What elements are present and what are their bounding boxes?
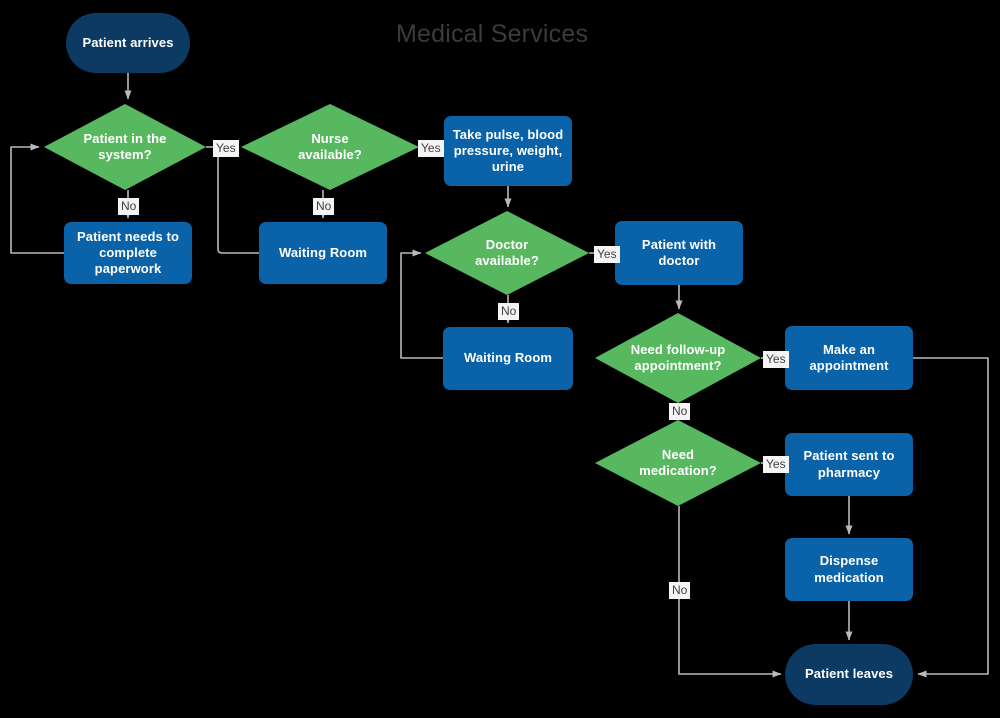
diamond-shape <box>425 211 589 295</box>
label-medication-no: No <box>669 582 691 599</box>
diamond-shape <box>44 104 206 190</box>
node-patient-arrives[interactable]: Patient arrives <box>66 13 190 73</box>
label-nurse-no: No <box>313 198 335 215</box>
node-label: Patient arrives <box>82 34 174 50</box>
label-in-system-yes: Yes <box>213 140 239 157</box>
node-patient-leaves[interactable]: Patient leaves <box>785 644 913 705</box>
label-doctor-no: No <box>498 303 520 320</box>
node-label: Waiting Room <box>278 244 368 260</box>
label-followup-no: No <box>669 403 691 420</box>
label-medication-yes: Yes <box>763 456 789 473</box>
diamond-shape <box>241 104 419 190</box>
node-label: Patient with doctor <box>641 236 717 268</box>
node-patient-with-doctor[interactable]: Patient with doctor <box>615 221 743 285</box>
node-label: Waiting Room <box>463 350 553 366</box>
label-doctor-yes: Yes <box>594 246 620 263</box>
node-waiting-room-1[interactable]: Waiting Room <box>259 222 387 284</box>
node-label: Make an appointment <box>809 341 889 373</box>
edge-appointment-to-leaves <box>913 357 989 678</box>
node-label: Dispense medication <box>814 553 884 585</box>
node-waiting-room-2[interactable]: Waiting Room <box>443 327 573 390</box>
label-nurse-yes: Yes <box>418 140 444 157</box>
diamond-shape <box>595 420 761 506</box>
label-followup-yes: Yes <box>763 351 789 368</box>
node-label: Patient leaves <box>804 666 894 682</box>
label-in-system-no: No <box>118 198 140 215</box>
edge-medication-no-leaves <box>678 506 782 678</box>
diamond-shape <box>595 313 761 403</box>
page-title: Medical Services <box>396 20 589 48</box>
edge-waiting2-loop-back <box>400 249 443 359</box>
edge-paperwork-loop-back <box>10 143 64 254</box>
node-dispense-medication[interactable]: Dispense medication <box>785 538 913 601</box>
node-make-appointment[interactable]: Make an appointment <box>785 326 913 390</box>
